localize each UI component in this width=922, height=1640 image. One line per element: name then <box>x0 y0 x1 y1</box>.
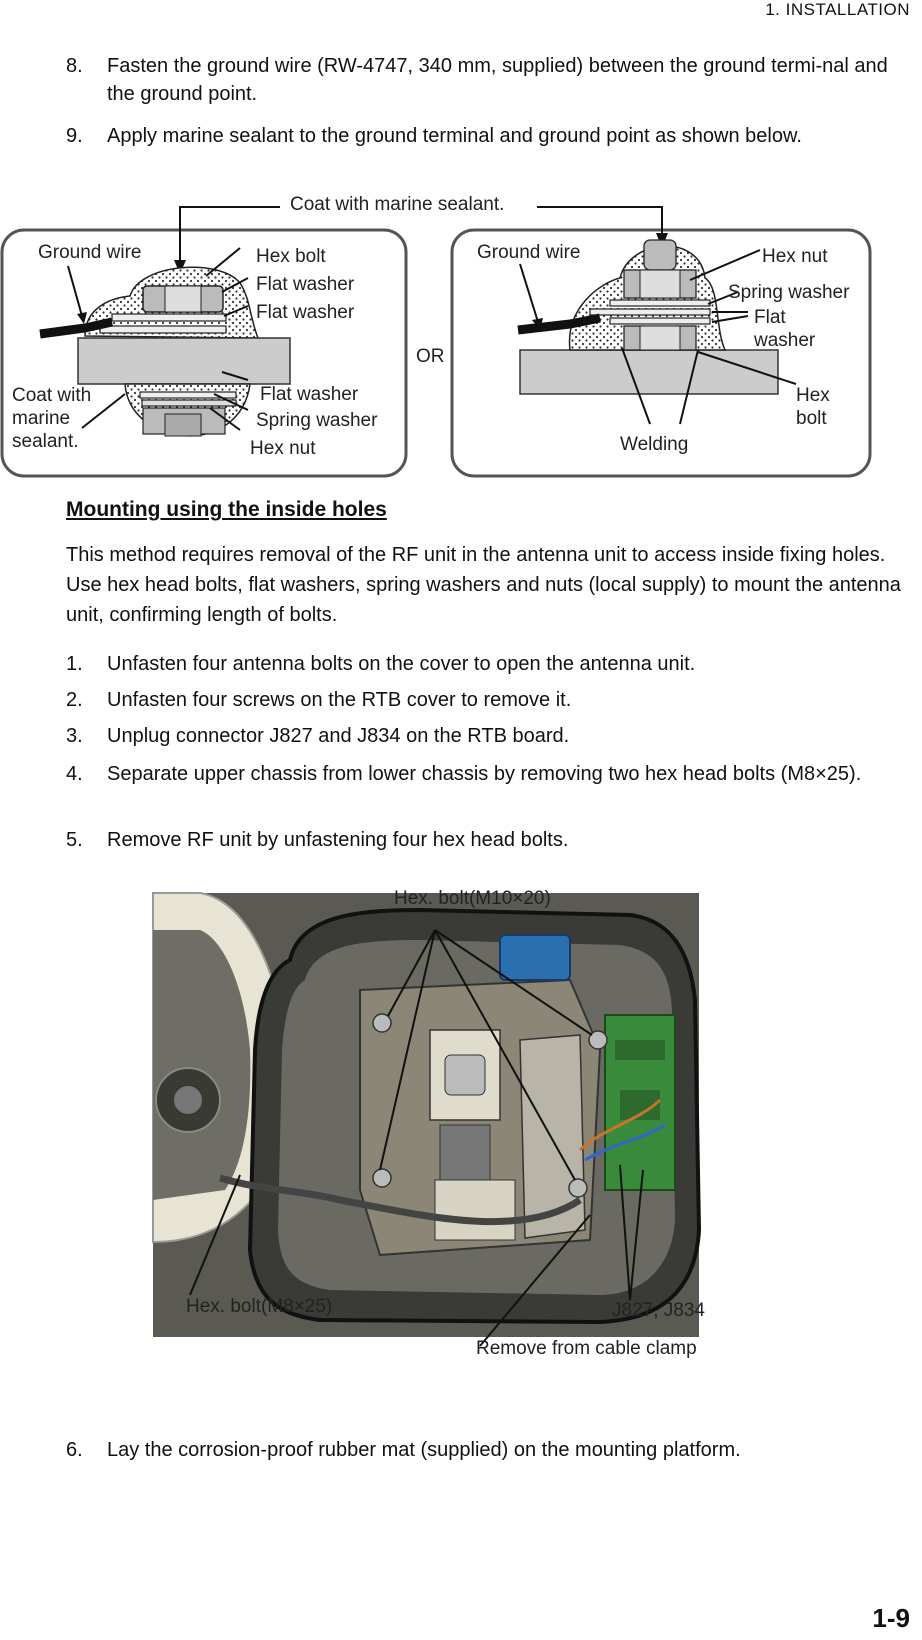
step-number: 9. <box>66 125 83 147</box>
left-flat-washer-label-3: Flat washer <box>260 384 359 405</box>
step-number: 6. <box>66 1439 83 1461</box>
right-ground-wire-label: Ground wire <box>477 242 581 263</box>
page-number: 1-9 <box>872 1603 910 1633</box>
marine-line: marine <box>12 408 71 429</box>
left-flat-washer-label-1: Flat washer <box>256 274 355 295</box>
washer-line: washer <box>754 330 816 351</box>
step-text: Fasten the ground wire (RW-4747, 340 mm,… <box>107 55 888 105</box>
left-spring-washer-label: Spring washer <box>256 410 378 431</box>
left-hex-nut-label: Hex nut <box>250 438 316 459</box>
left-coat-sealant-label: Coat with marine sealant. <box>12 384 91 453</box>
step-text: Unplug connector J827 and J834 on the RT… <box>107 725 570 747</box>
sealant-line: sealant. <box>12 431 79 452</box>
right-flat-washer-label: Flat washer <box>754 306 815 352</box>
step-number: 8. <box>66 55 83 77</box>
bolt-line: bolt <box>796 408 827 429</box>
left-flat-washer-label-2: Flat washer <box>256 302 355 323</box>
step-text: Apply marine sealant to the ground termi… <box>107 125 802 147</box>
coat-with-line: Coat with <box>12 385 92 406</box>
running-header: 1. INSTALLATION <box>765 0 910 19</box>
step-text: Remove RF unit by unfastening four hex h… <box>107 829 569 851</box>
step-number: 2. <box>66 689 83 711</box>
welding-label: Welding <box>620 434 689 455</box>
or-label: OR <box>416 346 445 367</box>
step-number: 4. <box>66 763 83 785</box>
step-number: 3. <box>66 725 83 747</box>
left-hex-bolt-label: Hex bolt <box>256 246 326 267</box>
connectors-label: J827, J834 <box>612 1300 705 1321</box>
hex-bolt-m8-label: Hex. bolt(M8×25) <box>186 1296 333 1317</box>
cable-clamp-label: Remove from cable clamp <box>476 1338 697 1359</box>
step-text: Unfasten four screws on the RTB cover to… <box>107 689 572 711</box>
section-heading: Mounting using the inside holes <box>66 498 387 521</box>
antenna-unit-photo-figure: Hex. bolt(M10×20) Hex. bolt(M8×25) J827,… <box>0 870 922 1410</box>
step-number: 5. <box>66 829 83 851</box>
antenna-unit-photo <box>152 892 702 1347</box>
left-ground-wire-label: Ground wire <box>38 242 142 263</box>
step-text: Separate upper chassis from lower chassi… <box>107 763 862 785</box>
right-hex-nut-label: Hex nut <box>762 246 828 267</box>
step-text: Unfasten four antenna bolts on the cover… <box>107 653 696 675</box>
right-spring-washer-label: Spring washer <box>728 282 850 303</box>
grounding-diagram: Coat with marine sealant. OR Ground wire… <box>0 188 922 480</box>
hex-bolt-m10-label: Hex. bolt(M10×20) <box>394 888 551 909</box>
step-text: Lay the corrosion-proof rubber mat (supp… <box>107 1439 741 1461</box>
hex-line: Hex <box>796 385 830 406</box>
section-paragraph: This method requires removal of the RF u… <box>66 544 901 626</box>
coat-sealant-label: Coat with marine sealant. <box>290 194 505 215</box>
right-hex-bolt-label: Hex bolt <box>796 384 830 430</box>
step-number: 1. <box>66 653 83 675</box>
grounding-diagram-drawing <box>0 206 872 478</box>
flat-line: Flat <box>754 307 786 328</box>
